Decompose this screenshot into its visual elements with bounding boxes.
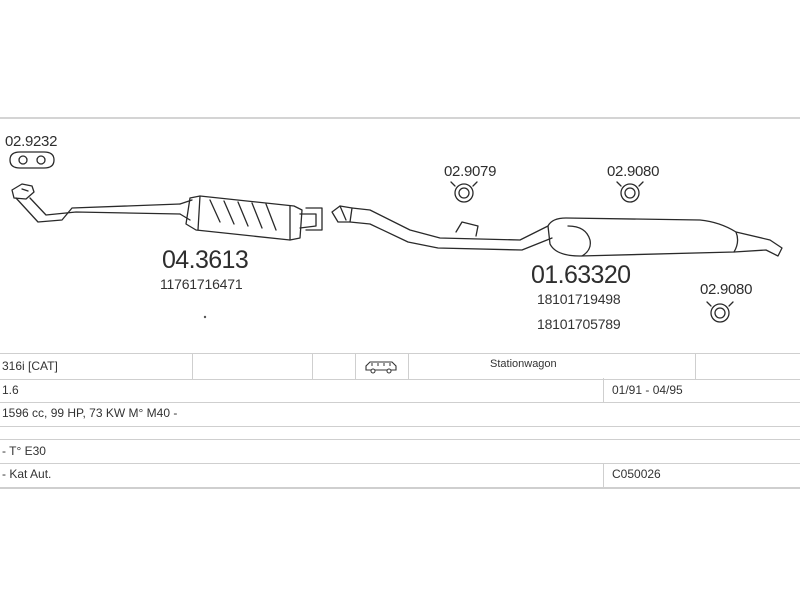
clamp-02-9079-part [450,181,478,203]
table-row-chassis: - T° E30 [0,439,800,464]
catalog-code-cell: C050026 [612,467,661,481]
gasket-part [9,151,55,169]
engine-details-cell: 1596 cc, 99 HP, 73 KW M° M40 - [2,406,178,420]
clamp-b-code-label: 02.9080 [607,163,660,180]
stray-dot [203,315,207,319]
table-row-model: 316i [CAT] Stationwagon [0,353,800,380]
notes-cell: - Kat Aut. [2,467,52,481]
chassis-cell: - T° E30 [2,444,46,458]
catalytic-converter-part [185,195,323,241]
rear-silencer-ref-1-label: 18101719498 [537,291,621,307]
gasket-code-label: 02.9232 [5,133,58,150]
engine-size-cell: 1.6 [2,383,19,397]
table-row-engine-size: 1.6 01/91 - 04/95 [0,378,800,403]
catalytic-converter-ref-label: 11761716471 [160,276,243,292]
model-cell: 316i [CAT] [2,359,58,373]
table-row-spacer [0,426,800,440]
table-row-engine-details: 1596 cc, 99 HP, 73 KW M° M40 - [0,402,800,427]
catalytic-converter-code-label: 04.3613 [162,246,249,274]
middle-pipe-part [331,205,553,251]
rear-silencer-part [547,217,783,257]
clamp-02-9080-top-part [616,181,644,203]
station-wagon-icon [365,361,397,374]
clamp-a-code-label: 02.9079 [444,163,497,180]
years-cell: 01/91 - 04/95 [612,383,683,397]
rear-silencer-ref-2-label: 18101705789 [537,316,621,332]
exhaust-system-diagram [9,151,783,323]
table-row-notes: - Kat Aut. C050026 [0,463,800,489]
clamp-02-9080-bottom-part [706,301,734,323]
rear-silencer-code-label: 01.63320 [531,261,631,289]
clamp-c-code-label: 02.9080 [700,281,753,298]
front-pipe-part [11,183,193,223]
body-type-cell: Stationwagon [490,358,557,370]
frame-top-line [0,117,800,119]
